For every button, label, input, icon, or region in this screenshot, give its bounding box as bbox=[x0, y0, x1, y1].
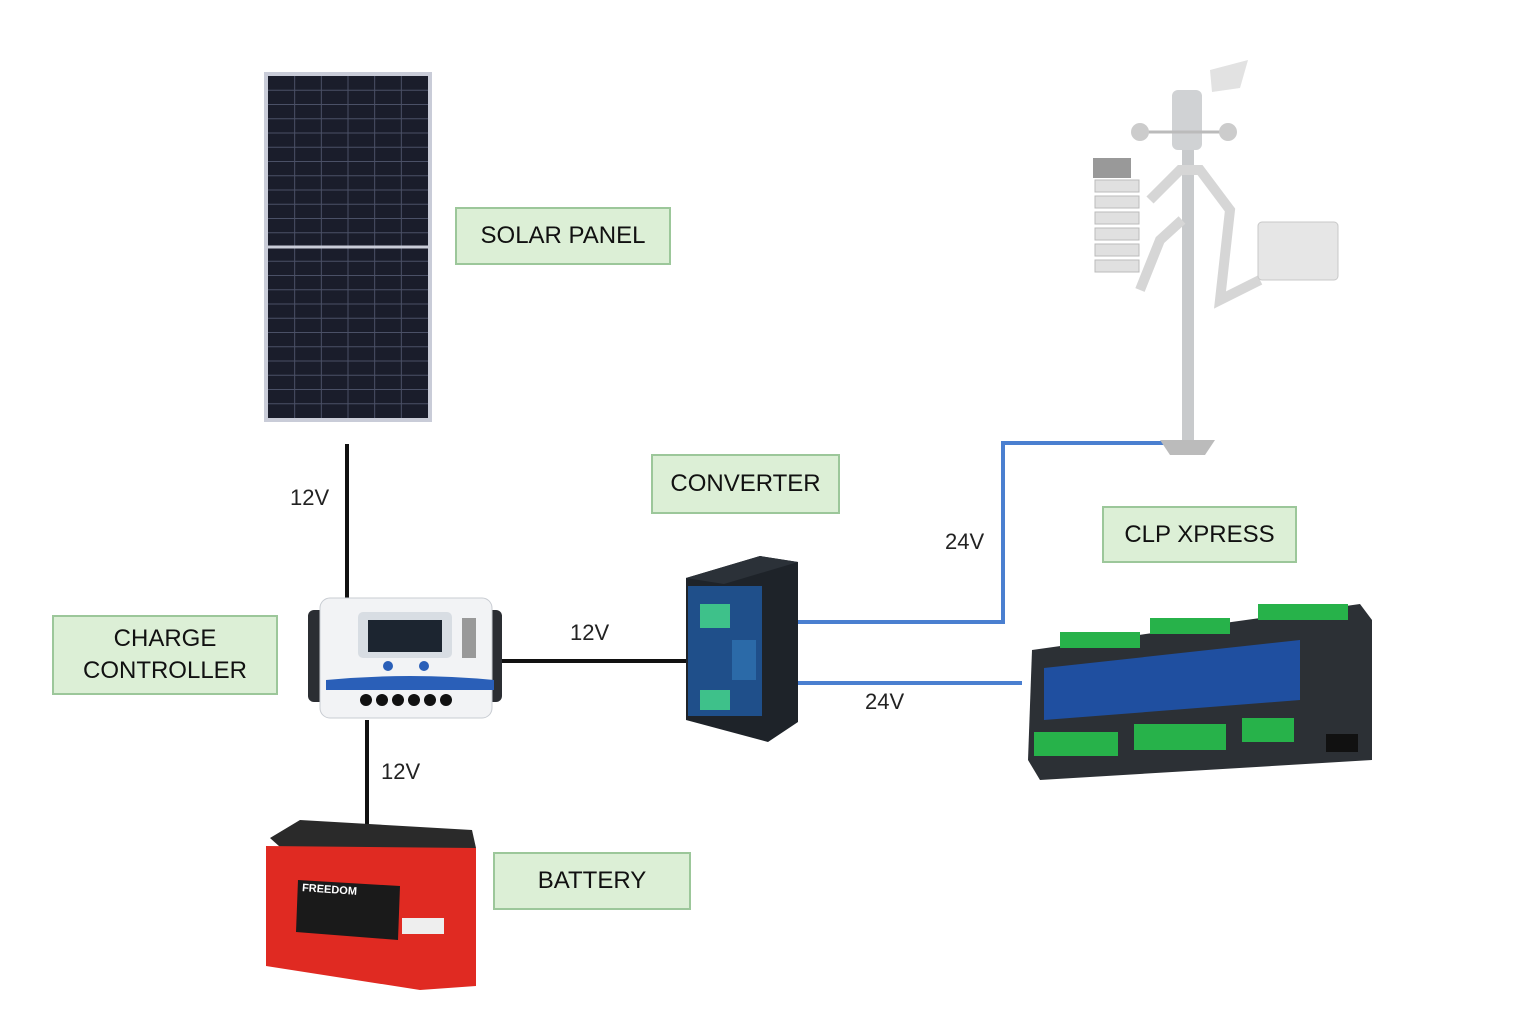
charge-controller-label-line2: CONTROLLER bbox=[82, 657, 248, 684]
clp-xpress-label: CLP XPRESS bbox=[1102, 506, 1297, 563]
charge-controller-label-line1: CHARGE bbox=[113, 625, 217, 652]
clp-xpress-label-text: CLP XPRESS bbox=[1124, 520, 1275, 548]
converter-label: CONVERTER bbox=[651, 454, 840, 514]
battery-label-text: BATTERY bbox=[537, 867, 647, 894]
solar-panel-label-text: SOLAR PANEL bbox=[480, 222, 646, 249]
solar-panel-image bbox=[264, 72, 432, 422]
clp-xpress-image bbox=[1028, 604, 1372, 780]
weather-station-image bbox=[1093, 60, 1339, 455]
voltage-converter-weather-station: 24V bbox=[945, 529, 985, 554]
converter-label-text: CONVERTER bbox=[670, 470, 821, 497]
voltage-controller-converter: 12V bbox=[570, 620, 610, 645]
voltage-converter-clp: 24V bbox=[865, 689, 905, 714]
charge-controller-label: CHARGE CONTROLLER bbox=[52, 615, 278, 695]
charge-controller-image bbox=[308, 597, 502, 719]
wire-converter-weather-station bbox=[790, 441, 1185, 624]
converter-image bbox=[686, 556, 798, 742]
solar-panel-label: SOLAR PANEL bbox=[455, 207, 671, 265]
voltage-panel-controller: 12V bbox=[290, 485, 330, 510]
battery-image bbox=[266, 820, 476, 990]
battery-label: BATTERY bbox=[493, 852, 691, 910]
voltage-controller-battery: 12V bbox=[381, 759, 421, 784]
wires bbox=[345, 441, 1185, 824]
